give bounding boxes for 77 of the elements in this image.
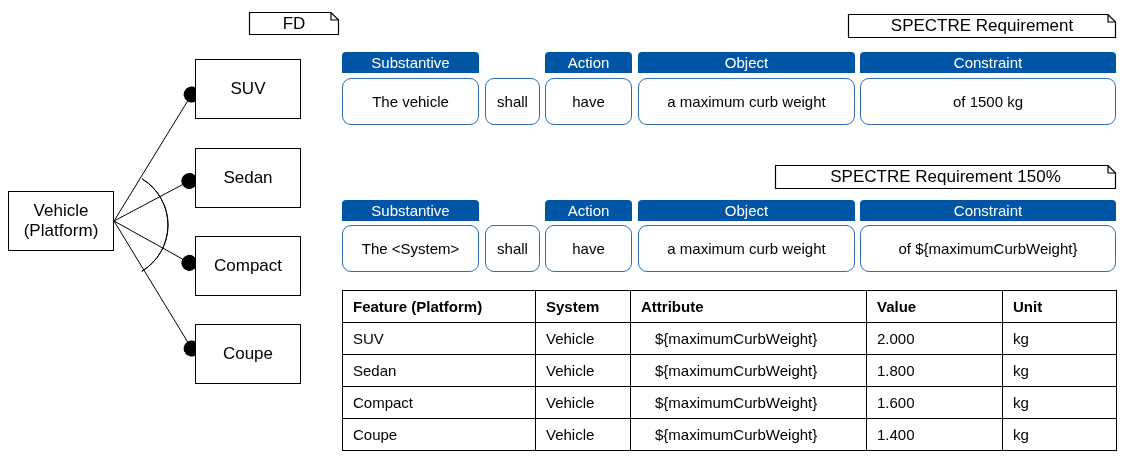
node-label: a maximum curb weight <box>667 93 826 110</box>
table-cell: 1.800 <box>866 354 1003 387</box>
phrase-box <box>545 225 632 272</box>
node-label: Compact <box>214 256 282 276</box>
node-label: FD <box>282 13 306 34</box>
note-box <box>848 14 1116 38</box>
node-label: shall <box>497 93 528 110</box>
note-box <box>775 165 1116 189</box>
column-header-bar <box>860 200 1116 221</box>
phrase-box <box>638 78 855 125</box>
column-header-cell: System <box>535 290 631 323</box>
node-label: The vehicle <box>372 93 449 110</box>
table-cell: 1.600 <box>866 386 1003 419</box>
node-label: The <System> <box>361 240 460 257</box>
node-label: Sedan <box>223 168 273 188</box>
node-label: of 1500 kg <box>952 93 1024 110</box>
table-cell: Vehicle <box>535 354 631 387</box>
table-cell: 2.000 <box>866 322 1003 355</box>
column-header-cell: Value <box>866 290 1003 323</box>
table-cell: kg <box>1002 354 1117 387</box>
table-cell: kg <box>1002 386 1117 419</box>
node-label: Object <box>724 202 769 219</box>
table-cell: Compact <box>342 386 536 419</box>
feature-box <box>195 324 301 384</box>
column-header-cell: Unit <box>1002 290 1117 323</box>
table-cell: Sedan <box>342 354 536 387</box>
table-cell: ${maximumCurbWeight} <box>630 386 867 419</box>
node-label: Action <box>567 54 610 71</box>
table-cell: ${maximumCurbWeight} <box>630 418 867 451</box>
node-label: Substantive <box>371 202 450 219</box>
table-cell: SUV <box>342 322 536 355</box>
node-label: of ${maximumCurbWeight} <box>898 240 1078 257</box>
node-label: SPECTRE Requirement 150% <box>830 167 1061 187</box>
column-header-cell: Attribute <box>630 290 867 323</box>
node-label: SUV <box>230 79 266 99</box>
column-header-bar <box>342 200 479 221</box>
table-cell: kg <box>1002 322 1117 355</box>
phrase-box <box>485 225 540 272</box>
node-label: Constraint <box>953 54 1023 71</box>
column-header-bar <box>638 52 855 73</box>
table-cell: kg <box>1002 418 1117 451</box>
node-label: Substantive <box>371 54 450 71</box>
node-label: Coupe <box>222 344 274 364</box>
node-label: SPECTRE Requirement <box>890 16 1074 36</box>
node-label: shall <box>497 240 528 257</box>
node-label: Object <box>724 54 769 71</box>
column-header-bar <box>545 52 632 73</box>
table-cell: Coupe <box>342 418 536 451</box>
note-box <box>249 12 339 35</box>
table-cell: Vehicle <box>535 386 631 419</box>
column-header-bar <box>342 52 479 73</box>
column-header-bar <box>860 52 1116 73</box>
feature-box <box>8 191 114 251</box>
feature-box <box>195 236 301 296</box>
phrase-box <box>485 78 540 125</box>
phrase-box <box>545 78 632 125</box>
table-cell: ${maximumCurbWeight} <box>630 354 867 387</box>
node-label: Vehicle (Platform) <box>22 201 100 241</box>
phrase-box <box>342 78 479 125</box>
phrase-box <box>342 225 479 272</box>
table-cell: 1.400 <box>866 418 1003 451</box>
node-label: Action <box>567 202 610 219</box>
table-cell: ${maximumCurbWeight} <box>630 322 867 355</box>
node-label: a maximum curb weight <box>667 240 826 257</box>
column-header-bar <box>545 200 632 221</box>
feature-box <box>195 148 301 208</box>
table-cell: Vehicle <box>535 322 631 355</box>
node-label: have <box>572 240 605 257</box>
phrase-box <box>860 225 1116 272</box>
column-header-bar <box>638 200 855 221</box>
feature-box <box>195 59 301 119</box>
column-header-cell: Feature (Platform) <box>342 290 536 323</box>
table-cell: Vehicle <box>535 418 631 451</box>
phrase-box <box>860 78 1116 125</box>
node-label: Constraint <box>953 202 1023 219</box>
phrase-box <box>638 225 855 272</box>
node-label: have <box>572 93 605 110</box>
